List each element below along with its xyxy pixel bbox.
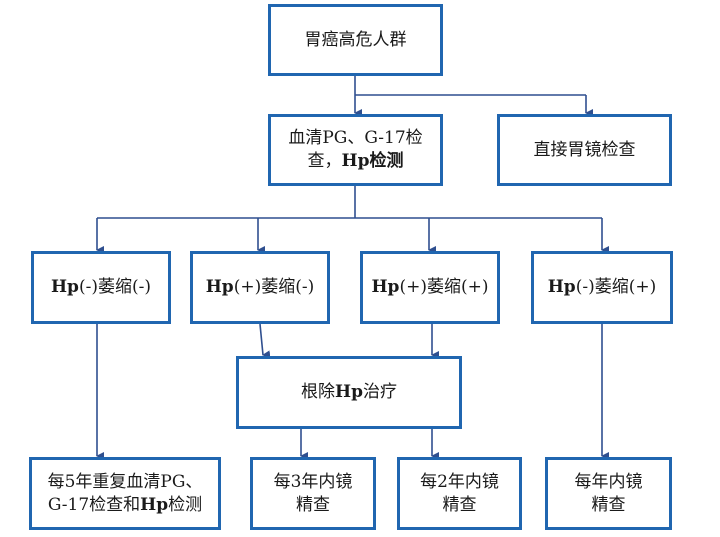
hp-label: Hp [205,277,234,298]
node-label-line2: G-17检查和 [47,494,141,515]
node-label-line1: 血清PG、G-17检 [288,128,423,149]
node-label-line2-suffix: 检测 [168,494,203,515]
node-label-line2-suffix: 检测 [369,151,404,171]
hp-label: Hp [51,277,79,298]
node-label: (-)萎缩(-) [78,277,151,298]
node-label-line1: 每5年重复血清PG、 [47,471,203,492]
node-group-hp-neg-atrophy-neg: Hp(-)萎缩(-) [31,251,171,324]
hp-label: Hp [547,277,576,298]
hp-label: Hp [341,151,370,171]
node-serum-test: 血清PG、G-17检 查，Hp检测 [268,114,443,186]
node-group-hp-pos-atrophy-pos: Hp(+)萎缩(+) [360,251,500,324]
node-label-line2: 查， [307,151,342,171]
node-label-line2: 精查 [295,494,330,515]
node-label-line1: 每3年内镜 [273,471,353,492]
node-outcome-annual-endoscopy: 每年内镜 精查 [545,457,672,530]
node-direct-gastroscopy: 直接胃镜检查 [497,114,672,186]
node-label-line2: 精查 [591,494,626,515]
node-high-risk-population: 胃癌高危人群 [268,4,443,76]
hp-label: Hp [371,277,400,298]
node-group-hp-pos-atrophy-neg: Hp(+)萎缩(-) [190,251,330,324]
node-label-suffix: 治疗 [362,382,397,403]
node-label-line2: 精查 [442,494,477,515]
node-outcome-5yr-serum: 每5年重复血清PG、 G-17检查和Hp检测 [29,457,221,530]
node-hp-eradication: 根除Hp治疗 [236,356,462,429]
hp-label: Hp [335,382,363,403]
hp-label: Hp [140,494,169,515]
node-label: (+)萎缩(+) [399,277,489,298]
node-label: 胃癌高危人群 [304,29,407,50]
node-label: (+)萎缩(-) [233,277,315,298]
node-label: 直接胃镜检查 [533,139,636,160]
node-outcome-2yr-endoscopy: 每2年内镜 精查 [397,457,522,530]
node-label-line1: 每2年内镜 [420,471,499,492]
node-label-line1: 每年内镜 [574,471,643,492]
node-outcome-3yr-endoscopy: 每3年内镜 精查 [250,457,376,530]
node-group-hp-neg-atrophy-pos: Hp(-)萎缩(+) [531,251,673,324]
arrow-group2-to-erad [259,323,271,359]
node-label: (-)萎缩(+) [575,277,657,298]
node-label-prefix: 根除 [301,382,336,403]
